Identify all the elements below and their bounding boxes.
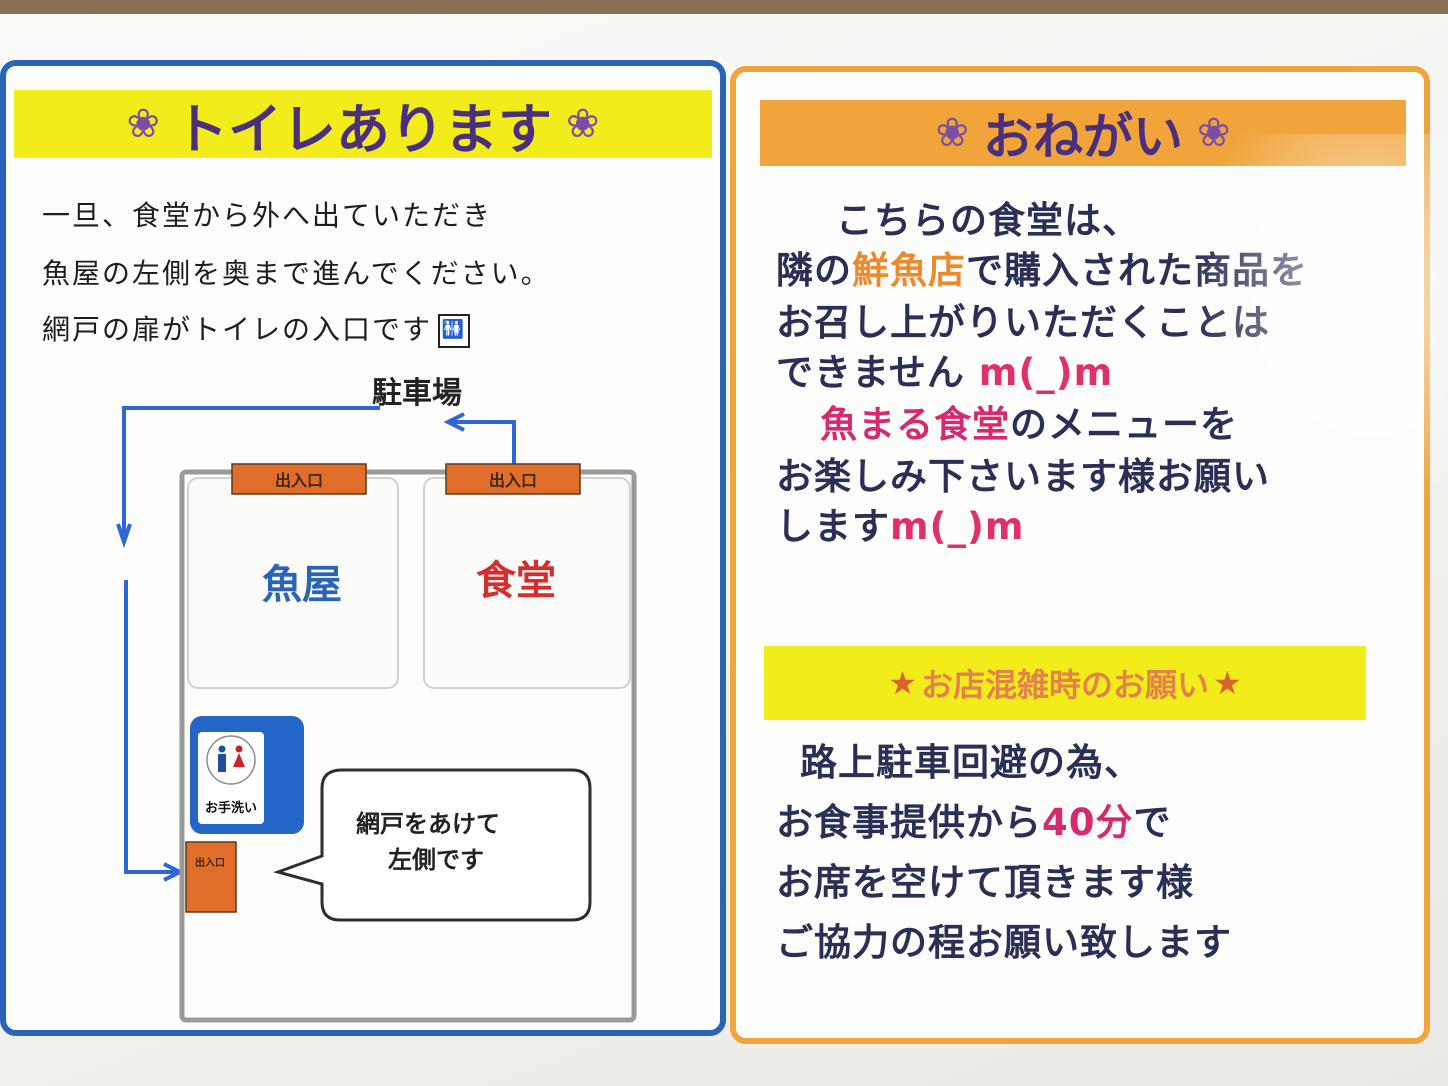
woman-icon xyxy=(233,753,245,767)
request-line-4a: できません xyxy=(776,351,965,394)
request-line-7: しますm(_)m xyxy=(776,496,1024,550)
shop-name-highlight: 魚まる食堂 xyxy=(820,403,1010,446)
cafeteria-entrance-label: 出入口 xyxy=(489,471,537,490)
bubble-line-2: 左側です xyxy=(388,846,484,874)
emoticon-bow: m(_)m xyxy=(890,505,1025,548)
flower-icon: ❀ xyxy=(935,110,969,156)
bubble-line-1: 網戸をあけて xyxy=(356,810,500,838)
request-line-5: 魚まる食堂のメニューを xyxy=(820,394,1238,448)
fresh-fish-shop-highlight: 鮮魚店 xyxy=(852,249,966,292)
building-outline xyxy=(179,469,637,1023)
route-bottom-left xyxy=(124,580,178,874)
restroom-entrance xyxy=(185,841,237,913)
emoticon-bow: m(_)m xyxy=(978,351,1114,394)
cafeteria-entrance xyxy=(445,463,581,495)
fish-shop-entrance-label: 出入口 xyxy=(275,471,323,490)
flower-icon: ❀ xyxy=(1197,110,1231,156)
route-from-entrance xyxy=(448,420,516,468)
busy-heading: お店混雑時のお願い xyxy=(920,666,1209,704)
busy-line-2a: お食事提供から xyxy=(776,801,1042,844)
request-line-3: お召し上がりいただくことは xyxy=(776,301,1270,344)
busy-line-3: お席を空けて頂きます様 xyxy=(776,861,1194,904)
request-panel: ❀ おねがい ❀ こちらの食堂は、 隣の鮮魚店で購入された商品を お召し上がりい… xyxy=(730,66,1430,1044)
restroom-entrance-label: 出入口 xyxy=(195,856,225,869)
request-heading: おねがい xyxy=(983,108,1183,166)
busy-line-4: ご協力の程お願い致します xyxy=(776,921,1232,964)
star-icon: ★ xyxy=(888,664,917,702)
star-icon: ★ xyxy=(1213,664,1242,702)
fish-shop-entrance xyxy=(231,463,367,495)
route-arrowhead-down xyxy=(116,523,132,549)
route-top-left xyxy=(122,406,380,536)
man-head-icon xyxy=(218,745,226,753)
speech-bubble xyxy=(273,768,592,922)
request-line-1: こちらの食堂は、 xyxy=(836,199,1140,242)
man-icon xyxy=(218,754,226,772)
toilet-heading-banner: ❀ トイレあります ❀ xyxy=(14,90,712,161)
request-line-2c: で購入された商品を xyxy=(966,249,1308,292)
woman-head-icon xyxy=(235,745,243,753)
request-line-7a: します xyxy=(776,505,890,548)
instruction-line-3-text: 網戸の扉がトイレの入口です xyxy=(42,313,433,346)
toilet-heading: トイレあります xyxy=(174,97,552,161)
toilet-panel: ❀ トイレあります ❀ 一旦、食堂から外へ出ていただき 魚屋の左側を奥まで進んで… xyxy=(0,60,726,1036)
request-line-6: お楽しみ下さいます様お願い xyxy=(776,455,1270,498)
busy-line-2c: で xyxy=(1133,801,1172,844)
instruction-line-2: 魚屋の左側を奥まで進んでください。 xyxy=(42,257,551,290)
busy-line-1: 路上駐車回避の為、 xyxy=(800,741,1142,784)
route-arrowhead-left xyxy=(443,412,465,432)
busy-line-2: お食事提供から40分で xyxy=(776,792,1172,846)
paper-sheet: ❀ トイレあります ❀ 一旦、食堂から外へ出ていただき 魚屋の左側を奥まで進んで… xyxy=(0,14,1448,1086)
request-line-2a: 隣の xyxy=(776,249,852,292)
fish-shop-label: 魚屋 xyxy=(262,562,342,608)
request-heading-banner: ❀ おねがい ❀ xyxy=(760,100,1406,166)
time-limit-highlight: 40分 xyxy=(1042,801,1134,844)
instruction-line-1: 一旦、食堂から外へ出ていただき xyxy=(42,199,493,232)
toilet-map: 出入口 出入口 魚屋 食堂 お手洗い 出入口 網戸をあけて 左側です xyxy=(116,406,637,1023)
request-line-4: できません m(_)m xyxy=(776,342,1113,396)
restroom-sign-circle xyxy=(206,735,256,785)
instruction-line-3: 網戸の扉がトイレの入口です🚻 xyxy=(42,308,471,348)
restroom-icon: 🚻 xyxy=(438,314,471,348)
cafeteria-label: 食堂 xyxy=(476,558,556,604)
busy-heading-banner: ★ お店混雑時のお願い ★ xyxy=(764,646,1366,720)
request-line-5b: のメニューを xyxy=(1010,403,1238,446)
flower-icon: ❀ xyxy=(126,101,160,147)
flower-icon: ❀ xyxy=(566,101,600,147)
handwash-label: お手洗い xyxy=(205,800,257,816)
request-line-2: 隣の鮮魚店で購入された商品を xyxy=(776,240,1308,294)
parking-label: 駐車場 xyxy=(372,376,462,411)
